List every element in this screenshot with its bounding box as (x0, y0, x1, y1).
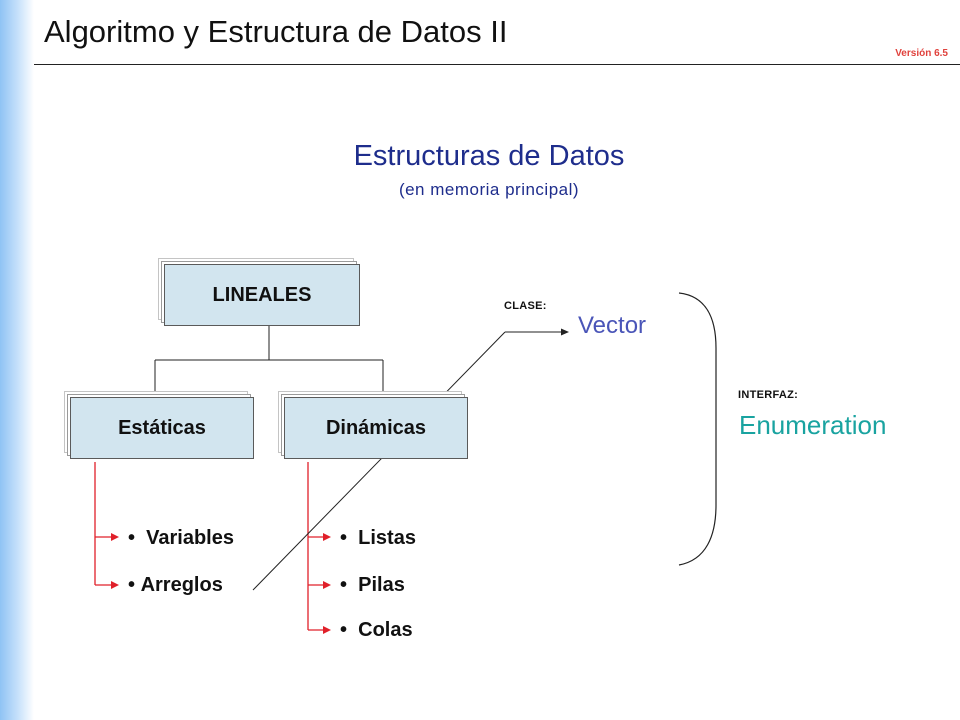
list-item-arreglos: • Arreglos (128, 574, 223, 597)
bullet: • (128, 574, 136, 596)
bullet: • (340, 574, 348, 596)
item-label: Listas (358, 527, 416, 549)
list-item-listas: • Listas (340, 527, 416, 550)
main-heading: Estructuras de Datos (353, 140, 625, 172)
right-red-arrowhead-1 (323, 533, 331, 541)
right-red-arrowhead-3 (323, 626, 331, 634)
class-label: CLASE: (504, 300, 547, 312)
main-subheading: (en memoria principal) (398, 180, 580, 199)
right-red-arrowhead-2 (323, 581, 331, 589)
slide-title: Algoritmo y Estructura de Datos II (44, 14, 508, 49)
bullet: • (340, 527, 348, 549)
title-divider (34, 64, 960, 65)
item-label: Pilas (358, 574, 405, 596)
version-label: Versión 6.5 (895, 48, 948, 59)
node-dinamicas-label: Dinámicas (325, 416, 427, 439)
vector-arrowhead (561, 328, 569, 336)
left-red-arrowhead-2 (111, 581, 119, 589)
interface-name-enumeration: Enumeration (739, 410, 887, 440)
arreglos-to-vector-line (252, 331, 506, 591)
interface-label: INTERFAZ: (738, 389, 799, 401)
list-item-pilas: • Pilas (340, 574, 405, 597)
root-node-label: LINEALES (212, 283, 312, 306)
bullet: • (128, 527, 136, 549)
item-label: Arreglos (140, 574, 223, 596)
bullet: • (340, 619, 348, 641)
node-estaticas: Estáticas (70, 397, 254, 459)
left-accent-bar (0, 0, 34, 720)
item-label: Colas (358, 619, 413, 641)
node-estaticas-label: Estáticas (118, 416, 206, 439)
root-node-lineales: LINEALES (164, 264, 360, 326)
list-item-colas: • Colas (340, 619, 413, 642)
item-label: Variables (146, 527, 234, 549)
node-dinamicas: Dinámicas (284, 397, 468, 459)
class-name-vector: Vector (578, 312, 647, 339)
list-item-variables: • Variables (128, 527, 234, 550)
interface-brace (678, 292, 717, 566)
left-red-arrowhead-1 (111, 533, 119, 541)
